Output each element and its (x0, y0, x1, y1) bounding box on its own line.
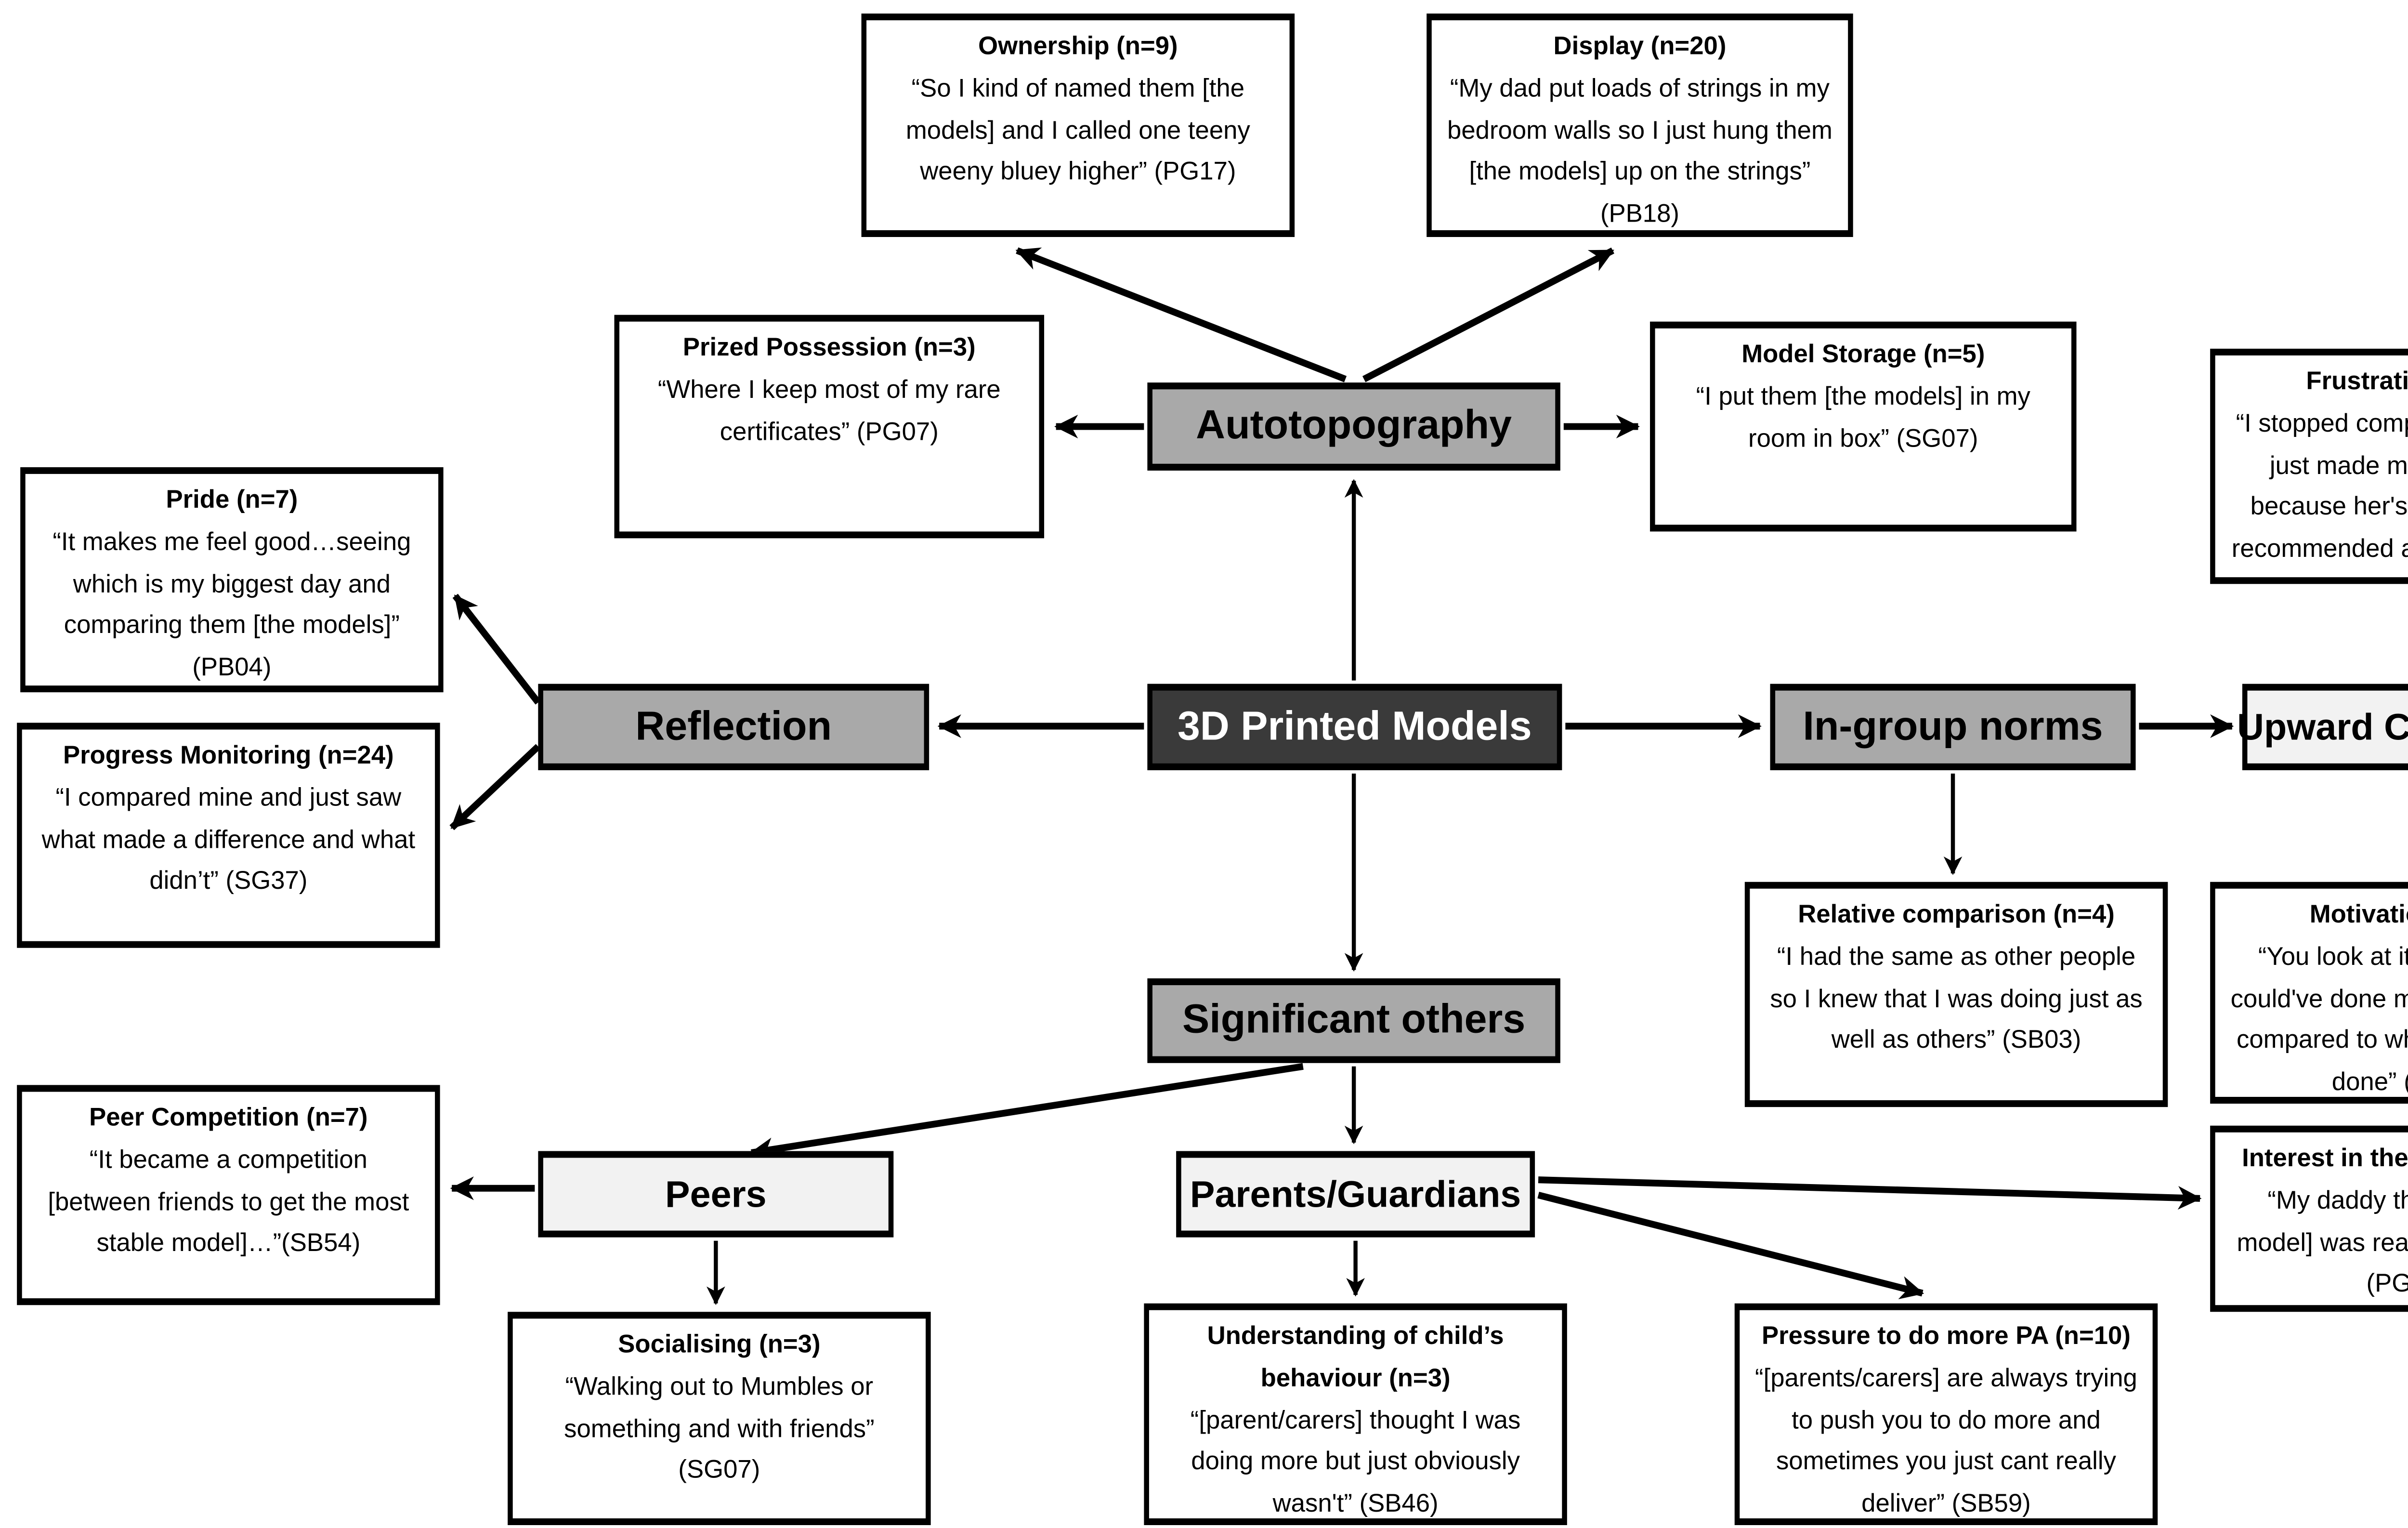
node-title: Progress Monitoring (n=24) (63, 741, 394, 770)
node-label: Parents/Guardians (1190, 1172, 1521, 1215)
arrow-reflection-to-pride (452, 593, 541, 705)
node-upward-comparison: Upward Comparison (2237, 684, 2408, 770)
node-quote: “You look at it and say oh I could've do… (2230, 942, 2408, 1097)
node-title: Understanding of child’s behaviour (n=3) (1207, 1322, 1504, 1393)
node-parents-guardians: Parents/Guardians (1176, 1151, 1535, 1238)
node-label: In-group norms (1803, 703, 2103, 749)
node-motivation: Motivation (n=4) “You look at it and say… (2210, 882, 2408, 1104)
node-label: Peers (665, 1172, 767, 1215)
node-title: Interest in the model (n=16) (2242, 1144, 2408, 1173)
node-title: Ownership (n=9) (978, 32, 1178, 61)
node-quote: “It became a competition [between friend… (48, 1146, 409, 1258)
node-title: Display (n=20) (1553, 32, 1727, 61)
arrow-significant-to-peers (749, 1063, 1304, 1161)
node-interest-in-the-model: Interest in the model (n=16) “My daddy t… (2210, 1125, 2408, 1312)
arrow-autotopography-to-display (1362, 247, 1614, 382)
node-label: Upward Comparison (2237, 705, 2408, 748)
node-prized-possession: Prized Possession (n=3) “Where I keep mo… (614, 315, 1045, 539)
node-display: Display (n=20) “My dad put loads of stri… (1426, 13, 1853, 237)
node-quote: “My dad put loads of strings in my bedro… (1447, 74, 1832, 229)
arrow-parents-to-interest (1538, 1176, 2202, 1210)
node-title: Socialising (n=3) (618, 1330, 821, 1359)
node-title: Relative comparison (n=4) (1798, 900, 2115, 930)
node-frustration: Frustration (n=6) “I stopped comparing w… (2210, 348, 2408, 584)
node-understanding-of-childs-behaviour: Understanding of child’s behaviour (n=3)… (1144, 1303, 1567, 1526)
node-socialising: Socialising (n=3) “Walking out to Mumble… (508, 1312, 931, 1526)
arrow-parents-to-pressure (1537, 1192, 1924, 1300)
node-quote: “It makes me feel good…seeing which is m… (52, 527, 411, 683)
node-title: Pride (n=7) (166, 486, 298, 515)
node-quote: “So I kind of named them [the models] an… (905, 74, 1250, 187)
node-model-storage: Model Storage (n=5) “I put them [the mod… (1650, 321, 2077, 532)
node-label: Reflection (635, 703, 832, 749)
node-relative-comparison: Relative comparison (n=4) “I had the sam… (1744, 882, 2168, 1107)
node-pressure-to-do-more-pa: Pressure to do more PA (n=10) “[parents/… (1734, 1303, 2158, 1526)
node-title: Frustration (n=6) (2306, 367, 2408, 396)
node-peers: Peers (538, 1151, 894, 1238)
node-in-group-norms: In-group norms (1770, 684, 2136, 770)
node-label: Significant others (1182, 997, 1526, 1043)
node-peer-competition: Peer Competition (n=7) “It became a comp… (17, 1085, 440, 1305)
node-title: Peer Competition (n=7) (89, 1104, 368, 1133)
node-quote: “I compared mine and just saw what made … (41, 783, 416, 896)
node-title: Model Storage (n=5) (1741, 340, 1985, 369)
node-quote: “[parent/carers] thought I was doing mor… (1190, 1406, 1521, 1518)
node-quote: “I stopped comparing with … it just made… (2231, 409, 2408, 564)
node-reflection: Reflection (538, 684, 929, 770)
node-3d-printed-models: 3D Printed Models (1147, 684, 1562, 770)
node-quote: “Where I keep most of my rare certificat… (657, 375, 1001, 446)
node-title: Pressure to do more PA (n=10) (1761, 1322, 2131, 1351)
node-significant-others: Significant others (1147, 978, 1560, 1063)
node-quote: “I had the same as other people so I kne… (1770, 942, 2143, 1055)
node-autotopography: Autotopography (1147, 382, 1560, 471)
node-progress-monitoring: Progress Monitoring (n=24) “I compared m… (17, 723, 440, 948)
node-ownership: Ownership (n=9) “So I kind of named them… (861, 13, 1295, 237)
node-pride: Pride (n=7) “It makes me feel good…seein… (20, 467, 444, 693)
node-label: Autotopography (1196, 403, 1512, 449)
arrow-reflection-to-progress (449, 744, 541, 830)
node-quote: “My daddy thought it [the model] was rea… (2237, 1186, 2408, 1299)
node-quote: “Walking out to Mumbles or something and… (564, 1372, 875, 1485)
node-title: Prized Possession (n=3) (682, 333, 976, 362)
node-label: 3D Printed Models (1178, 703, 1532, 749)
node-title: Motivation (n=4) (2309, 900, 2408, 930)
node-quote: “I put them [the models] in my room in b… (1696, 382, 2030, 453)
node-quote: “[parents/carers] are always trying to p… (1755, 1364, 2137, 1518)
arrow-autotopography-to-ownership (1015, 247, 1347, 382)
